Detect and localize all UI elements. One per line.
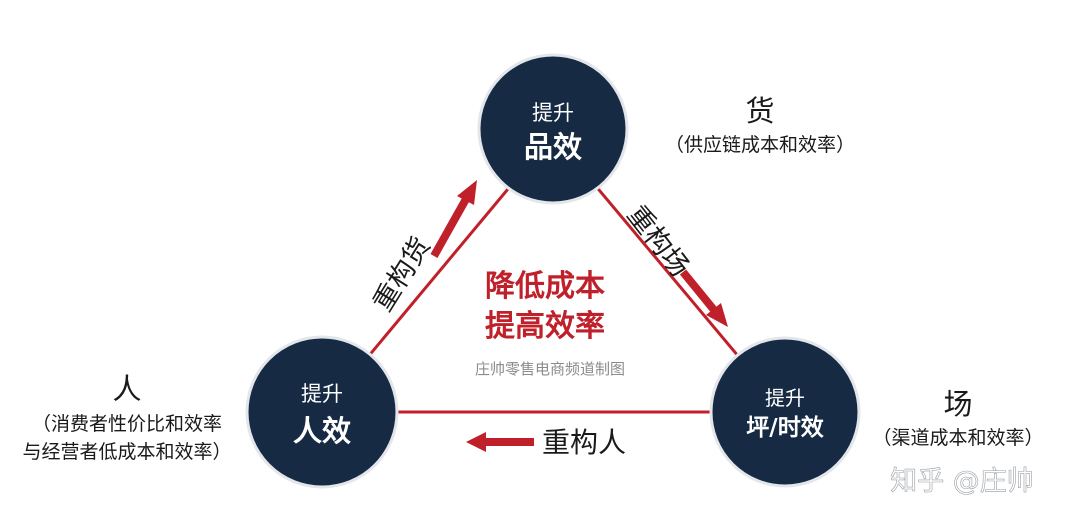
label-goods-title: 货 xyxy=(745,94,774,128)
watermark: 知乎 @庄帅 xyxy=(890,466,1034,497)
node-top-line1: 提升 xyxy=(532,101,574,125)
node-top-line2: 品效 xyxy=(524,130,582,164)
label-people-desc-1: （消费者性价比和效率 xyxy=(32,413,222,435)
node-people-efficiency: 提升 人效 xyxy=(245,335,399,489)
label-place-desc: （渠道成本和效率） xyxy=(872,427,1043,449)
label-place-title: 场 xyxy=(943,387,972,421)
center-caption: 庄帅零售电商频道制图 xyxy=(475,360,625,378)
label-goods-desc: （供应链成本和效率） xyxy=(665,134,855,156)
label-people-desc-2: 与经营者低成本和效率） xyxy=(22,441,231,463)
node-left-line2: 人效 xyxy=(293,414,351,448)
arrow-label-rebuild-goods: 重构货 xyxy=(368,232,437,317)
node-right-line1: 提升 xyxy=(765,386,805,410)
node-left-line1: 提升 xyxy=(301,382,343,406)
label-people-title: 人 xyxy=(112,372,141,406)
arrow-up-left xyxy=(430,180,477,258)
node-product-efficiency: 提升 品效 xyxy=(477,53,629,205)
arrow-down-right xyxy=(679,269,728,327)
arrow-label-rebuild-people: 重构人 xyxy=(542,426,626,459)
arrow-left xyxy=(466,432,534,452)
center-title-1: 降低成本 xyxy=(485,269,605,304)
arrow-label-rebuild-place: 重构场 xyxy=(621,200,695,283)
node-floor-time-efficiency: 提升 坪/时效 xyxy=(709,336,861,488)
node-right-line2: 坪/时效 xyxy=(746,414,823,441)
center-title-2: 提高效率 xyxy=(485,309,605,344)
